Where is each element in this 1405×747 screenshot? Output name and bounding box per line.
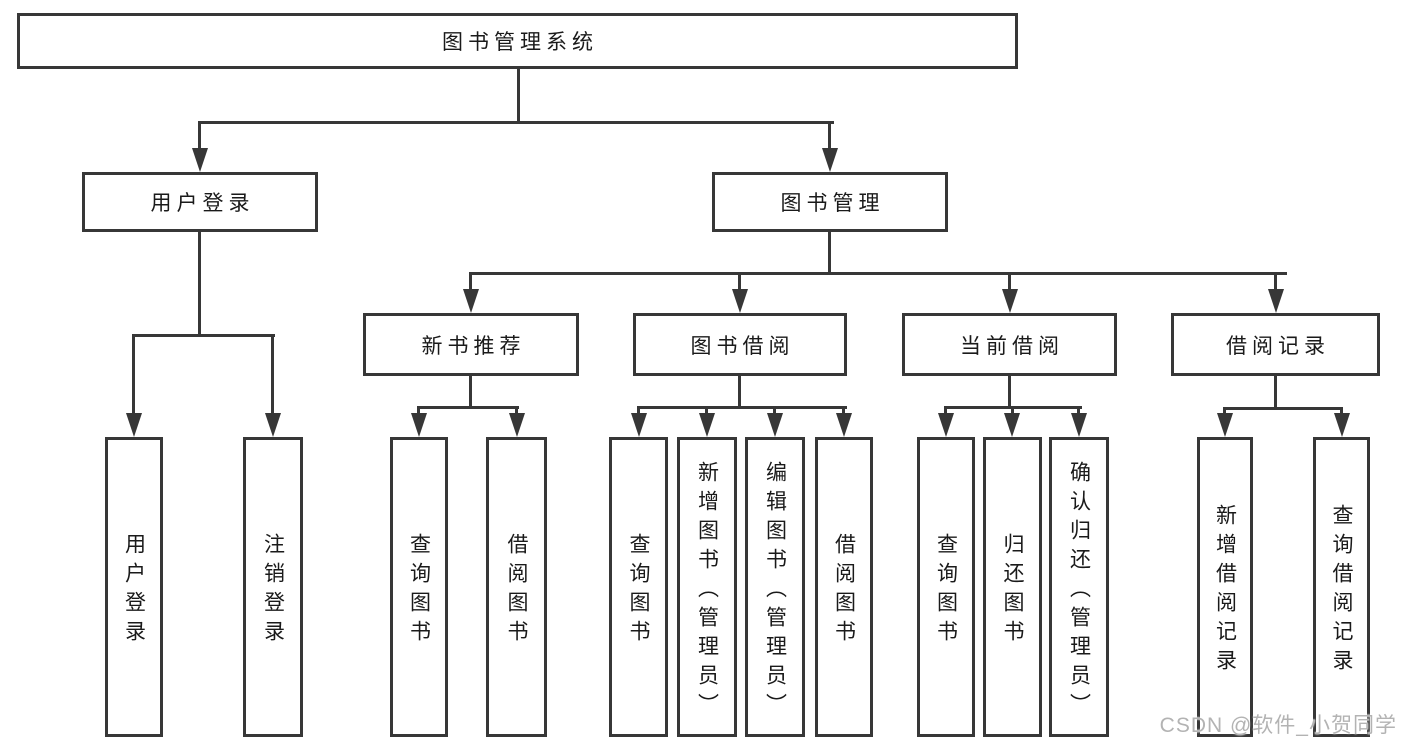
arrowhead-down — [463, 289, 479, 313]
node-borrowing-records: 借阅记录 — [1171, 313, 1380, 376]
node-new-book-recommend: 新书推荐 — [363, 313, 579, 376]
connector-line — [944, 406, 947, 416]
arrowhead-down — [411, 413, 427, 437]
connector-line — [417, 406, 519, 409]
leaf-query-books-recommend: 查询图书 — [390, 437, 448, 737]
connector-line — [517, 68, 520, 124]
arrowhead-down — [767, 413, 783, 437]
connector-line — [198, 232, 201, 337]
connector-line — [828, 232, 831, 275]
node-library-system: 图书管理系统 — [17, 13, 1018, 69]
node-current-borrowing: 当前借阅 — [902, 313, 1117, 376]
leaf-add-books-admin: 新增图书（管理员） — [677, 437, 737, 737]
leaf-add-borrow-record: 新增借阅记录 — [1197, 437, 1253, 737]
arrowhead-down — [631, 413, 647, 437]
connector-line — [469, 376, 472, 409]
watermark: CSDN @软件_小贺同学 — [1159, 714, 1397, 737]
connector-line — [637, 406, 847, 409]
connector-line — [828, 121, 831, 151]
leaf-return-books: 归还图书 — [983, 437, 1042, 737]
connector-line — [515, 406, 518, 416]
arrowhead-down — [699, 413, 715, 437]
leaf-logout: 注销登录 — [243, 437, 303, 737]
connector-line — [198, 121, 201, 151]
node-book-management: 图书管理 — [712, 172, 948, 232]
arrowhead-down — [265, 413, 281, 437]
connector-line — [1340, 407, 1343, 416]
arrowhead-down — [509, 413, 525, 437]
connector-line — [705, 406, 708, 416]
arrowhead-down — [822, 148, 838, 172]
arrowhead-down — [1217, 413, 1233, 437]
connector-line — [469, 272, 472, 292]
connector-line — [637, 406, 640, 416]
node-user-login: 用户登录 — [82, 172, 318, 232]
connector-line — [271, 334, 274, 415]
connector-line — [1223, 407, 1226, 416]
arrowhead-down — [1334, 413, 1350, 437]
arrowhead-down — [732, 289, 748, 313]
arrowhead-down — [1004, 413, 1020, 437]
leaf-borrow-books: 借阅图书 — [815, 437, 873, 737]
connector-line — [1011, 406, 1014, 416]
leaf-query-books-current: 查询图书 — [917, 437, 975, 737]
node-book-borrowing: 图书借阅 — [633, 313, 847, 376]
connector-line — [198, 121, 834, 124]
arrowhead-down — [1002, 289, 1018, 313]
connector-line — [132, 334, 275, 337]
leaf-user-login: 用户登录 — [105, 437, 163, 737]
arrowhead-down — [836, 413, 852, 437]
arrowhead-down — [1071, 413, 1087, 437]
arrowhead-down — [126, 413, 142, 437]
connector-line — [738, 272, 741, 292]
connector-line — [1077, 406, 1080, 416]
connector-line — [1008, 272, 1011, 292]
connector-line — [842, 406, 845, 416]
connector-line — [417, 406, 420, 416]
leaf-borrow-books-recommend: 借阅图书 — [486, 437, 547, 737]
arrowhead-down — [938, 413, 954, 437]
connector-line — [1274, 376, 1277, 410]
leaf-edit-books-admin: 编辑图书（管理员） — [745, 437, 805, 737]
leaf-query-borrow-record: 查询借阅记录 — [1313, 437, 1370, 737]
connector-line — [132, 334, 135, 415]
connector-line — [469, 272, 1287, 275]
connector-line — [1223, 407, 1343, 410]
connector-line — [738, 376, 741, 409]
leaf-confirm-return-admin: 确认归还（管理员） — [1049, 437, 1109, 737]
connector-line — [773, 406, 776, 416]
connector-line — [1008, 376, 1011, 409]
connector-line — [1274, 272, 1277, 292]
arrowhead-down — [1268, 289, 1284, 313]
leaf-query-books-borrowing: 查询图书 — [609, 437, 668, 737]
arrowhead-down — [192, 148, 208, 172]
